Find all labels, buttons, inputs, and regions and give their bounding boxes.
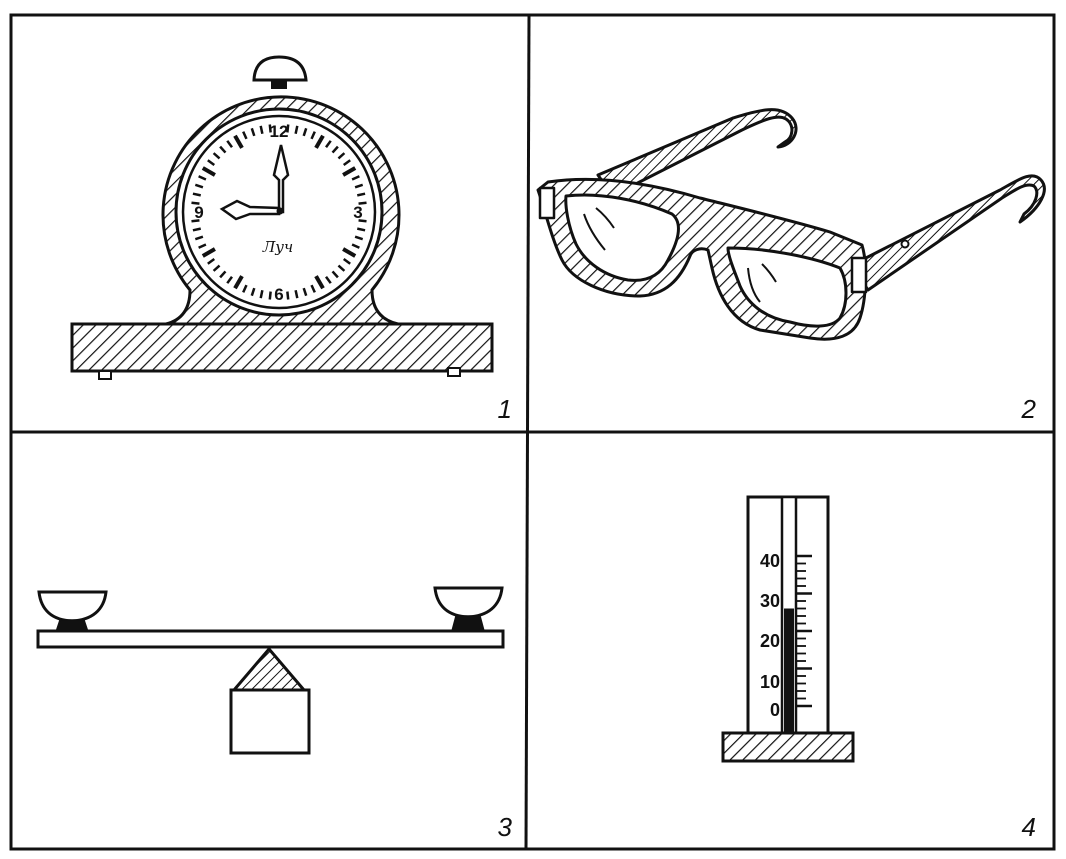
balance-scale-icon: [36, 586, 505, 755]
clock-tick: [268, 124, 272, 133]
clock-numeral-3: 3: [353, 203, 362, 222]
panel-2: 2: [536, 108, 1046, 424]
panel-number-2: 2: [1021, 394, 1037, 424]
clock-tick: [250, 287, 256, 297]
clock-tick: [191, 201, 200, 205]
panel-number-1: 1: [498, 394, 512, 424]
clock-tick: [201, 166, 216, 177]
clock-tick: [342, 159, 351, 166]
clock-tick: [314, 275, 325, 290]
clock-tick: [242, 131, 248, 140]
scale-label-20: 20: [760, 631, 780, 651]
clock-tick: [212, 264, 221, 272]
clock-tick: [219, 270, 227, 279]
clock-tick: [325, 275, 332, 284]
clock-numeral-12: 12: [270, 122, 289, 141]
clock-tick: [331, 145, 339, 154]
clock-tick: [286, 291, 290, 300]
clock-tick: [259, 125, 264, 135]
clock-tick: [207, 258, 216, 265]
clock-tick: [302, 127, 308, 137]
clock-tick: [310, 131, 316, 140]
clock-brand-label: Луч: [262, 238, 294, 256]
clock-tick: [354, 183, 364, 189]
clock-tick: [351, 243, 360, 249]
clock-tick: [358, 219, 367, 223]
clock-tick: [219, 145, 227, 154]
clock-tick: [351, 175, 360, 181]
clock-tick: [207, 159, 216, 166]
clock-tick: [331, 270, 339, 279]
clock-tick: [337, 264, 346, 272]
panel-3: 3: [36, 586, 513, 842]
scale-label-40: 40: [760, 551, 780, 571]
clock-tick: [226, 275, 233, 284]
clock-tick: [250, 127, 256, 137]
panel-1: 12 3 6 9 Луч 1: [70, 55, 512, 424]
clock-numeral-6: 6: [274, 285, 283, 304]
clock-tick: [242, 284, 248, 293]
scale-label-0: 0: [770, 700, 780, 720]
clock-tick: [358, 201, 367, 205]
clock-tick: [192, 227, 202, 232]
clock-tick: [194, 183, 204, 189]
clock-tick: [294, 125, 299, 135]
clock-tick: [259, 289, 264, 299]
clock-tick-marks: [191, 124, 367, 300]
clock-tick: [286, 124, 290, 133]
thermometer-mercury-column: [784, 608, 794, 733]
clock-hour-hand: [219, 199, 281, 221]
clock-tick: [233, 134, 244, 149]
clock-tick: [356, 227, 366, 232]
alarm-clock-icon: 12 3 6 9 Луч: [70, 55, 494, 380]
clock-tick: [198, 243, 207, 249]
clock-tick: [337, 152, 346, 160]
thermometer-scale: [796, 554, 812, 708]
clock-tick: [226, 140, 233, 149]
clock-tick: [342, 258, 351, 265]
clock-tick: [268, 291, 272, 300]
clock-minute-hand: [272, 144, 290, 214]
panel-4: 40 30 20 10 0 4: [721, 495, 1036, 842]
clock-tick: [302, 287, 308, 297]
clock-tick: [191, 219, 200, 223]
clock-tick: [356, 192, 366, 197]
clock-tick: [354, 235, 364, 241]
panel-grid: [9, 13, 1056, 851]
clock-tick: [212, 152, 221, 160]
clock-tick: [342, 166, 357, 177]
eyeglasses-icon: [536, 108, 1046, 341]
panel-number-4: 4: [1022, 812, 1036, 842]
thermometer-icon: [721, 495, 855, 763]
panel-number-3: 3: [498, 812, 513, 842]
clock-numeral-9: 9: [194, 203, 203, 222]
clock-tick: [233, 275, 244, 290]
scale-label-10: 10: [760, 672, 780, 692]
clock-tick: [198, 175, 207, 181]
clock-tick: [310, 284, 316, 293]
clock-tick: [201, 247, 216, 258]
clock-tick: [294, 289, 299, 299]
scale-label-30: 30: [760, 591, 780, 611]
clock-tick: [342, 247, 357, 258]
clock-tick: [194, 235, 204, 241]
clock-tick: [325, 140, 332, 149]
clock-tick: [192, 192, 202, 197]
clock-tick: [314, 134, 325, 149]
